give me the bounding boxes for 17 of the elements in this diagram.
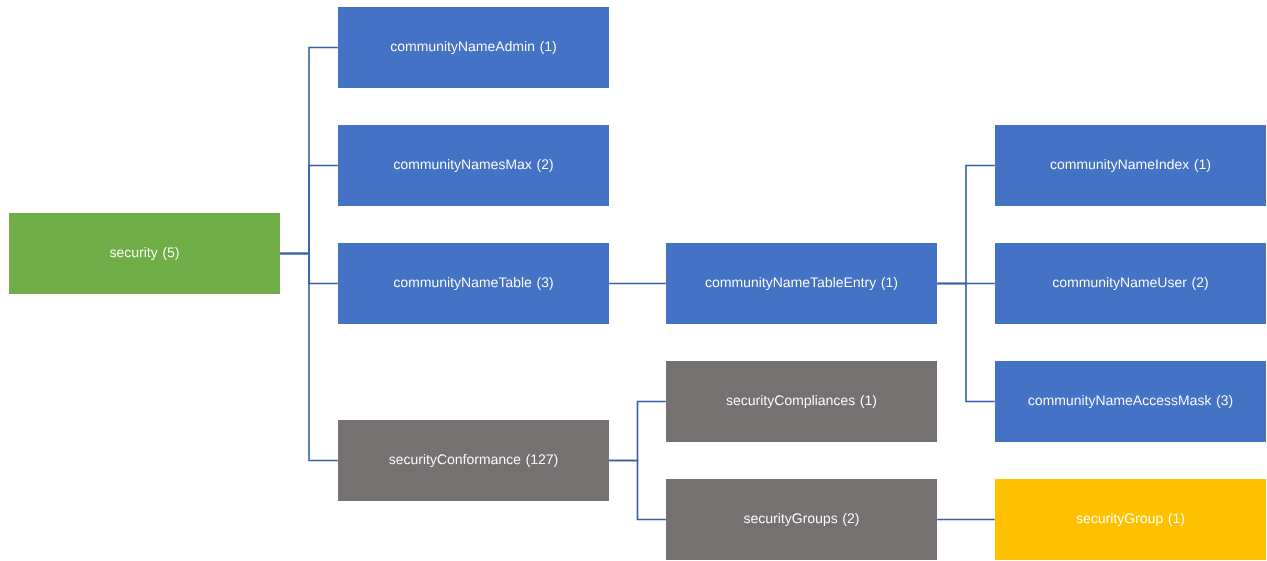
tree-box: communityNameTable (3) xyxy=(338,243,609,324)
connector xyxy=(608,459,667,521)
tree-box: communityNameAdmin (1) xyxy=(338,7,609,88)
tree-box: securityGroup (1) xyxy=(995,479,1266,560)
connector xyxy=(279,252,339,462)
tree-box: securityConformance (127) xyxy=(338,420,609,501)
tree-box: communityNamesMax (2) xyxy=(338,125,609,206)
connector xyxy=(936,282,996,403)
tree-box: communityNameAccessMask (3) xyxy=(995,361,1266,442)
tree-box: securityCompliances (1) xyxy=(666,361,937,442)
tree-box: communityNameIndex (1) xyxy=(995,125,1266,206)
root-box: security (5) xyxy=(9,213,280,294)
tree-box: communityNameTableEntry (1) xyxy=(666,243,937,324)
connector xyxy=(608,282,667,285)
tree-box: communityNameUser (2) xyxy=(995,243,1266,324)
connector xyxy=(936,518,996,521)
tree-box: securityGroups (2) xyxy=(666,479,937,560)
